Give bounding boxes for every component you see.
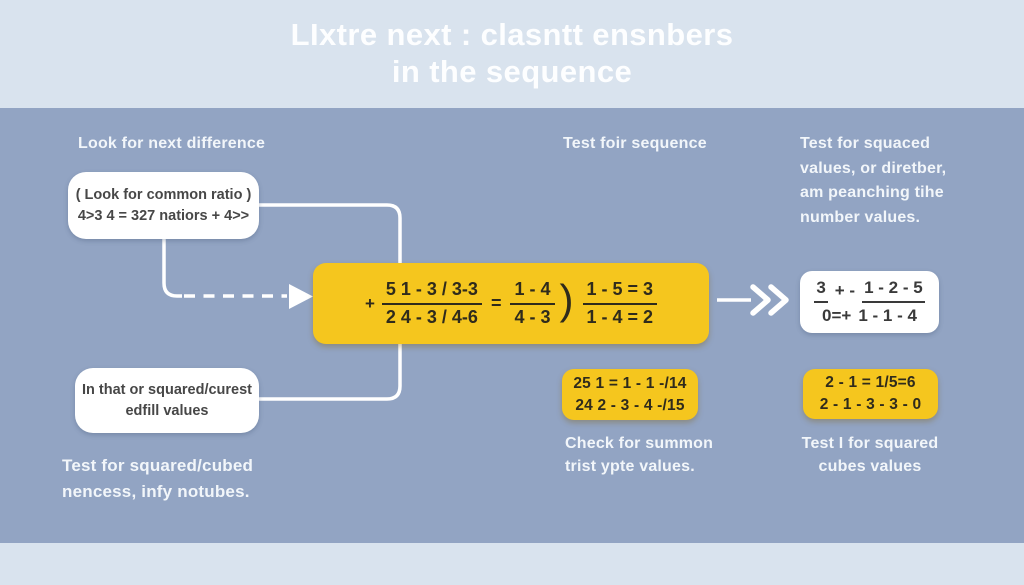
label-line: Test for squaced <box>800 135 931 152</box>
result-num-left: 3 <box>814 277 828 303</box>
squared-box-line-1: In that or squared/curest <box>81 381 252 398</box>
header-strip <box>0 0 1024 108</box>
squares-box-line-1: 2 - 1 = 1/5=6 <box>825 374 916 391</box>
main-formula-box: + 5 1 - 3 / 3-3 2 4 - 3 / 4-6 = 1 - 4 4 … <box>313 263 709 344</box>
ratio-box-line-2: 4>3 4 = 327 natiors + 4>> <box>77 207 250 224</box>
squares-values-box: 2 - 1 = 1/5=6 2 - 1 - 3 - 3 - 0 <box>803 369 938 419</box>
label-look-for-next-difference: Look for next difference <box>78 135 266 152</box>
result-den-right: 1 - 1 - 4 <box>858 305 917 325</box>
fraction-2-denominator: 4 - 3 <box>514 306 551 327</box>
result-numerator-row: 3 + - 1 - 2 - 5 <box>814 277 925 303</box>
fraction-3-numerator: 1 - 5 = 3 <box>582 279 658 305</box>
formula-expression: + 5 1 - 3 / 3-3 2 4 - 3 / 4-6 = 1 - 4 4 … <box>364 275 658 328</box>
closing-paren: ) <box>559 275 574 323</box>
ratio-box-line-1: ( Look for common ratio ) <box>75 186 252 203</box>
label-line: nencess, infy notubes. <box>62 482 250 501</box>
squared-values-box: In that or squared/curest edfill values <box>75 368 259 433</box>
squared-box-line-2: edfill values <box>125 402 209 419</box>
common-ratio-box: ( Look for common ratio ) 4>3 4 = 327 na… <box>68 172 259 239</box>
fraction-3-denominator: 1 - 4 = 2 <box>586 306 654 327</box>
label-test-for-sequence: Test foir sequence <box>563 135 707 152</box>
equals-sign: = <box>490 293 502 313</box>
squares-box-line-2: 2 - 1 - 3 - 3 - 0 <box>819 396 922 413</box>
title-line-2: in the sequence <box>391 54 633 89</box>
check-values-box: 25 1 = 1 - 1 -/14 24 2 - 3 - 4 -/15 <box>562 369 698 420</box>
label-check-for-summon: Check for summon trist ypte values. <box>565 432 713 478</box>
fraction-2: 1 - 4 4 - 3 <box>510 279 555 328</box>
result-num-right: 1 - 2 - 5 <box>862 277 925 303</box>
label-line: Check for summon <box>565 435 714 452</box>
fraction-1-numerator: 5 1 - 3 / 3-3 <box>381 279 482 305</box>
label-test-for-squared-values: Test for squaced values, or diretber, am… <box>800 132 950 230</box>
check-box-line-1: 25 1 = 1 - 1 -/14 <box>573 374 687 392</box>
page-title: LIxtre next : clasntt ensnbers in the se… <box>0 16 1024 90</box>
double-arrow-chevron-2-icon <box>768 284 789 316</box>
plus-sign: + <box>364 293 375 313</box>
label-line: Test for squared/cubed <box>62 456 254 475</box>
result-den-left: 0=+ <box>822 305 852 325</box>
result-num-mid: + - <box>834 280 856 300</box>
dashed-arrow-head-icon <box>289 284 313 309</box>
fraction-1-denominator: 2 4 - 3 / 4-6 <box>385 306 478 327</box>
result-denominator-row: 0=+ 1 - 1 - 4 <box>822 305 917 328</box>
label-line: am peanching tihe <box>800 184 944 201</box>
label-line: trist ypte values. <box>565 458 695 475</box>
label-line: number values. <box>800 208 921 226</box>
label-test-squared-cubed: Test for squared/cubed nencess, infy not… <box>62 453 253 505</box>
title-line-1: LIxtre next : clasntt ensnbers <box>290 17 734 52</box>
label-test-for-squared-cubes: Test I for squared cubes values <box>800 432 940 478</box>
footer-strip <box>0 543 1024 585</box>
result-fraction-box: 3 + - 1 - 2 - 5 0=+ 1 - 1 - 4 <box>800 271 939 333</box>
label-line: values, or diretber, <box>800 159 947 177</box>
fraction-2-numerator: 1 - 4 <box>510 279 555 305</box>
fraction-3: 1 - 5 = 3 1 - 4 = 2 <box>582 279 658 328</box>
label-line: Test I for squared <box>801 435 939 452</box>
label-line: cubes values <box>818 458 922 475</box>
double-arrow-chevron-1-icon <box>750 284 771 316</box>
check-box-line-2: 24 2 - 3 - 4 -/15 <box>575 396 685 414</box>
dashed-arrow-stem <box>162 239 182 298</box>
fraction-1: 5 1 - 3 / 3-3 2 4 - 3 / 4-6 <box>381 279 482 328</box>
